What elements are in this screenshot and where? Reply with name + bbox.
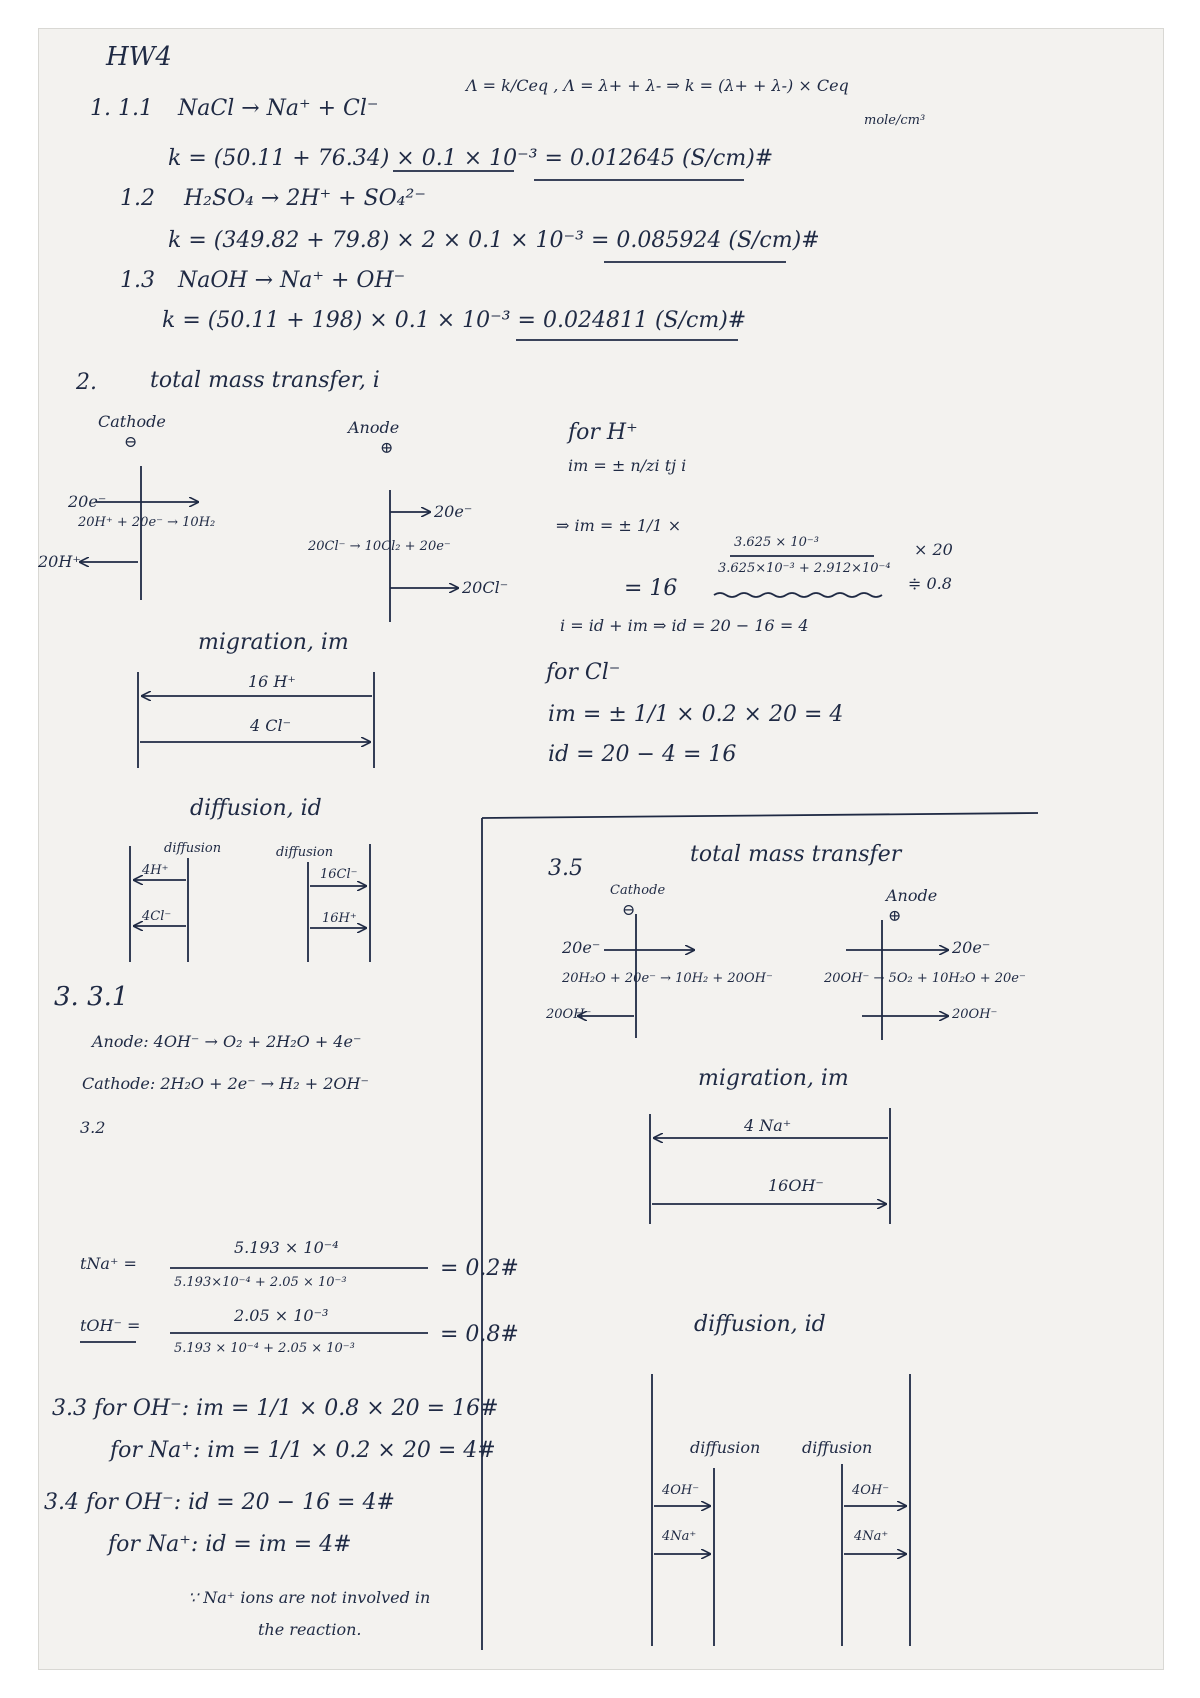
q3-2-label: 3.2 bbox=[80, 1118, 106, 1137]
calc-h-note: ≑ 0.8 bbox=[908, 574, 952, 593]
q3-5-diffusion-right-2: 4Na⁺ bbox=[854, 1529, 889, 1544]
q3-5-diffusion-right-1: 4OH⁻ bbox=[852, 1483, 890, 1498]
anode-sign: ⊕ bbox=[380, 438, 394, 457]
cathode-label: Cathode bbox=[98, 412, 166, 431]
q3-5-diffusion-label-left: diffusion bbox=[690, 1438, 761, 1457]
q3-4-note1: ∵ Na⁺ ions are not involved in bbox=[188, 1588, 431, 1607]
anode-label: Anode bbox=[348, 418, 400, 437]
q3-4-line1: 3.4 for OH⁻: id = 20 − 16 = 4# bbox=[44, 1490, 395, 1515]
q3-5-anode-sign: ⊕ bbox=[888, 906, 902, 925]
calc-cl-line1: im = ± 1/1 × 0.2 × 20 = 4 bbox=[548, 702, 844, 727]
q3-3-line2: for Na⁺: im = 1/1 × 0.2 × 20 = 4# bbox=[110, 1438, 496, 1463]
section-divider bbox=[481, 812, 1039, 819]
anode-electrons: 20e⁻ bbox=[434, 502, 473, 521]
q3-5-cathode-label: Cathode bbox=[610, 883, 666, 898]
q3-5-heading: total mass transfer bbox=[690, 842, 902, 867]
q3-5-label: 3.5 bbox=[548, 856, 583, 881]
diffusion-label-right: diffusion bbox=[276, 845, 334, 860]
q3-3-line1: 3.3 for OH⁻: im = 1/1 × 0.8 × 20 = 16# bbox=[52, 1396, 499, 1421]
q3-5-cathode-reaction: 20H₂O + 20e⁻ → 10H₂ + 20OH⁻ bbox=[562, 971, 773, 986]
cathode-half-reaction: Cathode: 2H₂O + 2e⁻ → H₂ + 2OH⁻ bbox=[82, 1074, 369, 1093]
cathode-electrons: 20e⁻ bbox=[68, 492, 107, 511]
q3-5-cathode-oh: 20OH⁻ bbox=[546, 1007, 592, 1022]
t-oh-value: = 0.8# bbox=[440, 1322, 519, 1347]
wavy-underline bbox=[713, 592, 883, 598]
q3-5-cathode-sign: ⊖ bbox=[622, 900, 636, 919]
q2-heading: total mass transfer, i bbox=[150, 368, 380, 393]
calc-cl-line2: id = 20 − 4 = 16 bbox=[548, 742, 737, 767]
anode-cl-ion: 20Cl⁻ bbox=[462, 578, 509, 597]
diffusion-label-left: diffusion bbox=[164, 841, 222, 856]
q3-5-migration-title: migration, im bbox=[698, 1066, 849, 1091]
q1-1-reaction: NaCl → Na⁺ + Cl⁻ bbox=[178, 96, 379, 121]
q3-4-note2: the reaction. bbox=[258, 1620, 362, 1639]
q1-3-label: 1.3 bbox=[120, 268, 155, 293]
migration-title: migration, im bbox=[198, 630, 349, 655]
q3-5-migration-na: 4 Na⁺ bbox=[744, 1116, 792, 1135]
t-oh-denominator: 5.193 × 10⁻⁴ + 2.05 × 10⁻³ bbox=[174, 1341, 355, 1356]
anode-half-reaction: Anode: 4OH⁻ → O₂ + 2H₂O + 4e⁻ bbox=[92, 1032, 362, 1051]
cathode-sign: ⊖ bbox=[124, 432, 138, 451]
calc-h-result: = 16 bbox=[624, 576, 678, 601]
unit-note: mole/cm³ bbox=[864, 113, 926, 128]
diffusion-title: diffusion, id bbox=[190, 796, 322, 821]
q1-1-calc: k = (50.11 + 76.34) × 0.1 × 10⁻³ = 0.012… bbox=[168, 146, 774, 171]
calc-h-numerator: 3.625 × 10⁻³ bbox=[734, 535, 819, 550]
migration-h: 16 H⁺ bbox=[248, 672, 296, 691]
q3-5-migration-oh: 16OH⁻ bbox=[768, 1176, 824, 1195]
calc-h-line1: im = ± n/zi tj i bbox=[568, 456, 687, 475]
q1-3-calc: k = (50.11 + 198) × 0.1 × 10⁻³ = 0.02481… bbox=[162, 308, 747, 333]
q3-5-anode-reaction: 20OH⁻ → 5O₂ + 10H₂O + 20e⁻ bbox=[824, 971, 1026, 986]
diffusion-left-2: 4Cl⁻ bbox=[142, 909, 172, 924]
hand-drawn-diagrams bbox=[38, 170, 1039, 1650]
t-na-denominator: 5.193×10⁻⁴ + 2.05 × 10⁻³ bbox=[174, 1275, 347, 1290]
q3-5-diffusion-left-2: 4Na⁺ bbox=[662, 1529, 697, 1544]
diffusion-left-1: 4H⁺ bbox=[142, 863, 169, 878]
q3-5-cathode-electrons: 20e⁻ bbox=[562, 938, 601, 957]
q3-5-diffusion-left-1: 4OH⁻ bbox=[662, 1483, 700, 1498]
q2-label: 2. bbox=[76, 370, 97, 395]
calc-h-title: for H⁺ bbox=[568, 420, 638, 445]
q1-2-calc: k = (349.82 + 79.8) × 2 × 0.1 × 10⁻³ = 0… bbox=[168, 228, 820, 253]
homework-sheet: HW4 Λ = k/Ceq , Λ = λ+ + λ- ⇒ k = (λ+ + … bbox=[38, 28, 1164, 1670]
diffusion-right-1: 16Cl⁻ bbox=[320, 867, 358, 882]
cathode-reaction: 20H⁺ + 20e⁻ → 10H₂ bbox=[78, 515, 216, 530]
t-na-label: tNa⁺ = bbox=[80, 1254, 137, 1273]
cathode-h-ion: 20H⁺ bbox=[38, 552, 81, 571]
migration-cl: 4 Cl⁻ bbox=[250, 716, 292, 735]
q1-1-label: 1. 1.1 bbox=[90, 96, 153, 121]
q3-5-anode-electrons: 20e⁻ bbox=[952, 938, 991, 957]
q3-1-label: 3. 3.1 bbox=[54, 982, 129, 1012]
calc-h-denominator: 3.625×10⁻³ + 2.912×10⁻⁴ bbox=[718, 561, 891, 576]
t-oh-numerator: 2.05 × 10⁻³ bbox=[234, 1306, 329, 1325]
anode-reaction: 20Cl⁻ → 10Cl₂ + 20e⁻ bbox=[308, 539, 451, 554]
q3-5-diffusion-title: diffusion, id bbox=[694, 1312, 826, 1337]
calc-h-diffusion: i = id + im ⇒ id = 20 − 16 = 4 bbox=[560, 616, 809, 635]
t-oh-label: tOH⁻ = bbox=[80, 1316, 141, 1335]
calc-h-line2-left: ⇒ im = ± 1/1 × bbox=[556, 516, 682, 535]
q1-2-label: 1.2 bbox=[120, 186, 155, 211]
page-title: HW4 bbox=[106, 42, 172, 72]
q3-5-diffusion-label-right: diffusion bbox=[802, 1438, 873, 1457]
calc-cl-title: for Cl⁻ bbox=[546, 660, 621, 685]
q3-5-anode-oh: 20OH⁻ bbox=[952, 1007, 998, 1022]
q1-3-reaction: NaOH → Na⁺ + OH⁻ bbox=[178, 268, 406, 293]
q3-5-anode-label: Anode bbox=[886, 886, 938, 905]
q1-2-reaction: H₂SO₄ → 2H⁺ + SO₄²⁻ bbox=[184, 186, 426, 211]
calc-h-factor: × 20 bbox=[914, 540, 953, 559]
conductivity-formula: Λ = k/Ceq , Λ = λ+ + λ- ⇒ k = (λ+ + λ-) … bbox=[466, 76, 849, 95]
t-na-value: = 0.2# bbox=[440, 1256, 519, 1281]
diffusion-right-2: 16H⁺ bbox=[322, 911, 357, 926]
q3-4-line2: for Na⁺: id = im = 4# bbox=[108, 1532, 352, 1557]
t-na-numerator: 5.193 × 10⁻⁴ bbox=[234, 1238, 339, 1257]
